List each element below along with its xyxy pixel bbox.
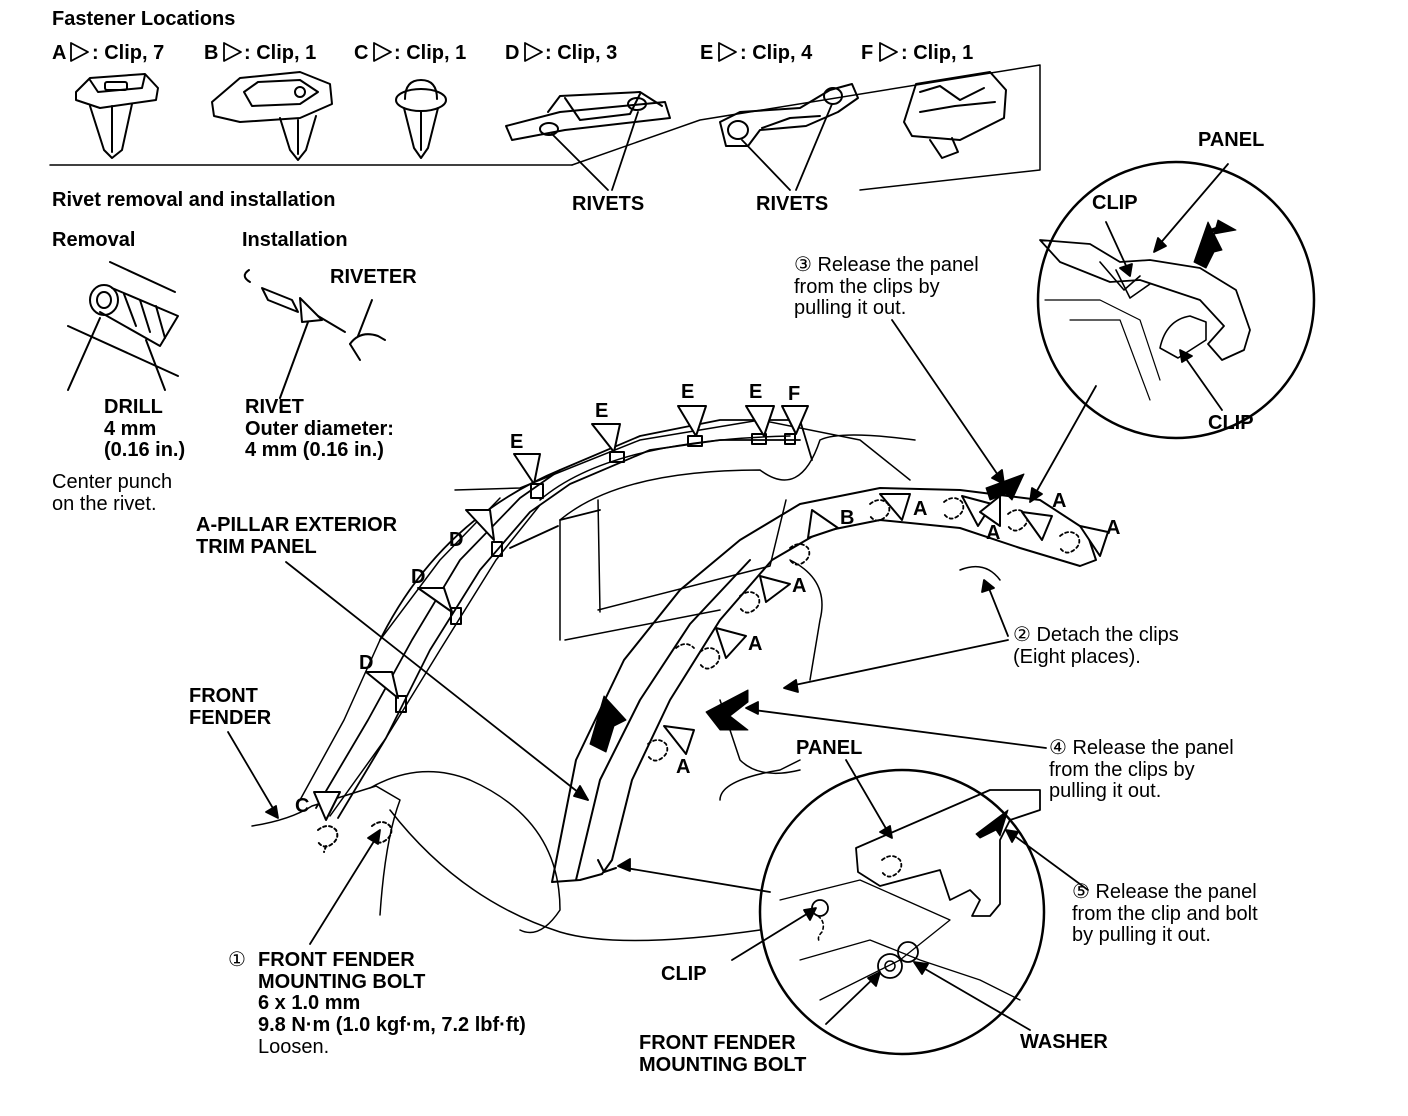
marker-f: F (788, 383, 801, 405)
clip-f-icon (903, 71, 1007, 159)
clip-top-label: CLIP (1092, 192, 1138, 214)
marker-a: A (1106, 517, 1121, 539)
fastener-key-f: F (861, 42, 874, 64)
a-pillar-strip (315, 419, 813, 819)
rivets-label-d: RIVETS (572, 193, 645, 215)
installation-label: Installation (242, 229, 348, 251)
fastener-text-b: : Clip, 1 (244, 42, 317, 64)
rivet-removal-sketch (67, 261, 179, 391)
clip-bottom-label: CLIP (661, 963, 707, 985)
rivets-label-e: RIVETS (756, 193, 829, 215)
front-fender-bolt-bottom-label: FRONT FENDER MOUNTING BOLT (639, 1032, 807, 1076)
marker-d: D (359, 652, 374, 674)
panel-top-label: PANEL (1198, 129, 1265, 151)
drill-label: DRILL 4 mm (0.16 in.) (104, 396, 186, 462)
marker-e: E (749, 381, 763, 403)
fastener-text-f: : Clip, 1 (901, 42, 974, 64)
step-3-text: ③ Release the panel from the clips by pu… (794, 254, 979, 320)
fastener-frame (49, 64, 1041, 191)
fastener-marker-triangles (313, 405, 1109, 821)
clip-b-icon (211, 71, 333, 161)
clip-e-icon (719, 83, 859, 147)
washer-label: WASHER (1020, 1031, 1108, 1053)
clip-a-icon (75, 73, 159, 159)
leader-lines (227, 163, 1229, 1031)
step-1-loosen: Loosen. (258, 1036, 330, 1058)
fastener-heading: Fastener Locations (52, 8, 236, 30)
center-punch-label: Center punch on the rivet. (52, 471, 173, 515)
fastener-text-c: : Clip, 1 (394, 42, 467, 64)
marker-a: A (986, 522, 1001, 544)
marker-a: A (748, 633, 763, 655)
rivets-leaders (551, 103, 833, 191)
fastener-key-d: D (505, 42, 520, 64)
removal-label: Removal (52, 229, 136, 251)
vehicle-body (251, 419, 1001, 942)
front-fender-label: FRONT FENDER (189, 685, 272, 729)
a-pillar-trim-label: A-PILLAR EXTERIOR TRIM PANEL (196, 514, 398, 558)
fastener-key-e: E (700, 42, 714, 64)
fastener-text-a: : Clip, 7 (92, 42, 165, 64)
panel-bottom-label: PANEL (796, 737, 863, 759)
marker-d: D (449, 529, 464, 551)
step-5-text: ⑤ Release the panel from the clip and bo… (1072, 881, 1258, 947)
clip-d-icon (505, 91, 671, 141)
marker-e: E (510, 431, 524, 453)
marker-a: A (913, 498, 928, 520)
fastener-key-triangles (70, 42, 898, 62)
step-1-number: ① (228, 949, 246, 971)
step-4-text: ④ Release the panel from the clips by pu… (1049, 737, 1234, 803)
riveter-label: RIVETER (330, 266, 417, 288)
marker-a: A (792, 575, 807, 597)
rivet-section-title: Rivet removal and installation (52, 189, 336, 211)
rivet-label: RIVET Outer diameter: 4 mm (0.16 in.) (245, 396, 394, 462)
top-detail-circle (1036, 160, 1316, 440)
marker-a: A (676, 756, 691, 778)
marker-e: E (681, 381, 695, 403)
clip-right-label: CLIP (1208, 412, 1254, 434)
trim-panel (551, 487, 1097, 883)
fastener-text-e: : Clip, 4 (740, 42, 813, 64)
bottom-detail-circle (758, 768, 1046, 1056)
fastener-key-c: C (354, 42, 369, 64)
marker-a: A (1052, 490, 1067, 512)
fastener-key-b: B (204, 42, 219, 64)
marker-c: C (295, 795, 310, 817)
marker-d: D (411, 566, 426, 588)
rivet-installation-sketch (243, 269, 386, 399)
direction-arrows (589, 221, 1223, 839)
fastener-text-d: : Clip, 3 (545, 42, 618, 64)
marker-e: E (595, 400, 609, 422)
clip-c-icon (395, 79, 447, 159)
step-2-text: ② Detach the clips (Eight places). (1013, 624, 1179, 668)
marker-b: B (840, 507, 855, 529)
fastener-key-a: A (52, 42, 67, 64)
step-1-text: FRONT FENDER MOUNTING BOLT 6 x 1.0 mm 9.… (258, 949, 526, 1036)
